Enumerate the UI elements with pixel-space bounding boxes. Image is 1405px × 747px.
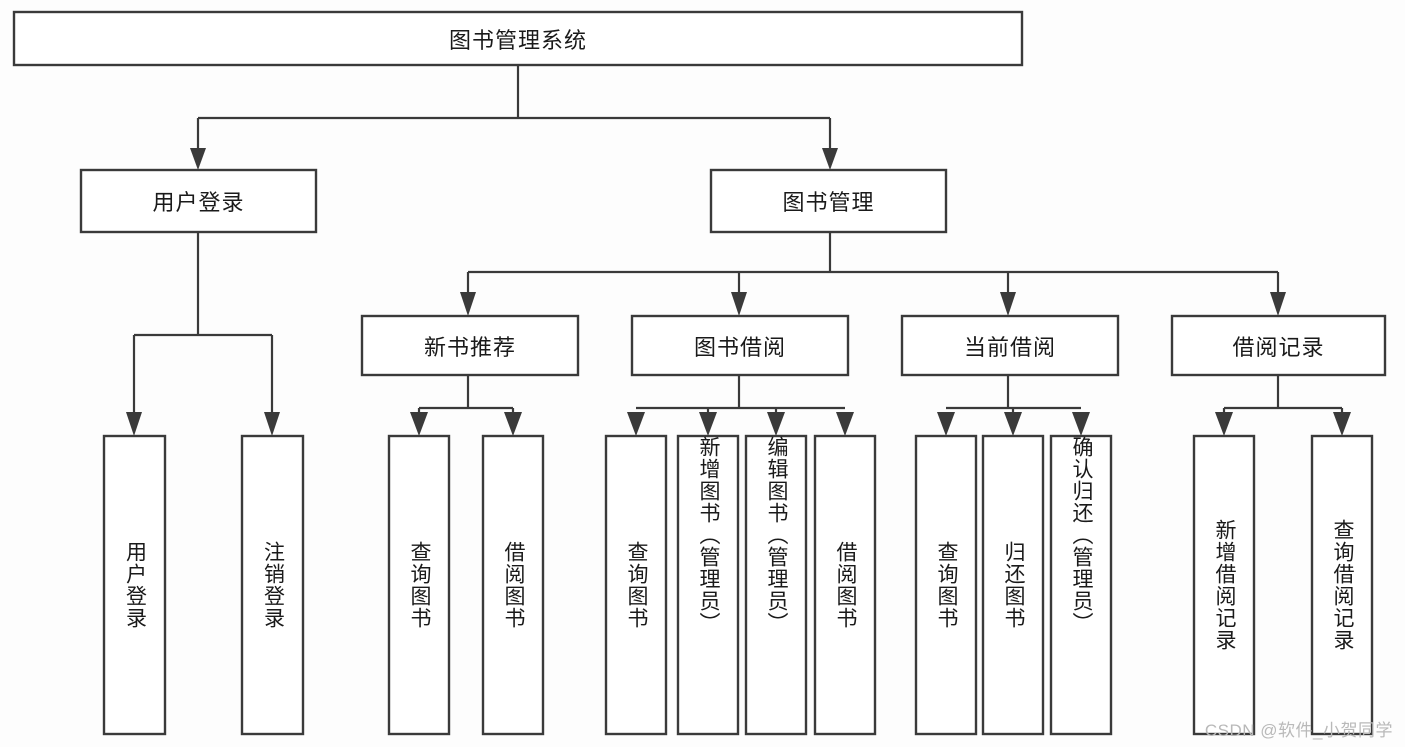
node-box-leaf12[interactable] xyxy=(1192,434,1256,736)
node-box-record[interactable] xyxy=(1170,314,1387,377)
node-box-leaf5[interactable] xyxy=(604,434,668,736)
arrow-head-leaf10 xyxy=(1004,412,1022,436)
arrow-head-leaf7 xyxy=(767,412,785,436)
arrow-head-borrow xyxy=(731,292,747,316)
arrow-head-leaf12 xyxy=(1215,412,1233,436)
connector-group-newbook-children xyxy=(410,375,522,436)
node-box-leaf8[interactable] xyxy=(813,434,877,736)
node-box-borrow[interactable] xyxy=(630,314,850,377)
node-box-leaf7[interactable] xyxy=(744,434,808,736)
connector-group-bookmgmt-children xyxy=(460,232,1286,316)
connector-group-login-children xyxy=(126,232,280,436)
node-box-leaf9[interactable] xyxy=(914,434,978,736)
connector-group-current-children xyxy=(937,375,1090,436)
arrow-head-leaf9 xyxy=(937,412,955,436)
arrow-head-leaf1 xyxy=(126,412,142,436)
connector-group-root-to-level2 xyxy=(190,65,838,170)
node-box-login[interactable] xyxy=(79,168,318,234)
arrow-head-leaf3 xyxy=(410,412,428,436)
node-box-leaf13[interactable] xyxy=(1310,434,1374,736)
node-box-bookmgmt[interactable] xyxy=(709,168,948,234)
arrow-head-leaf5 xyxy=(627,412,645,436)
watermark-text: CSDN @软件_小贺同学 xyxy=(1204,721,1393,740)
arrow-head-newbook xyxy=(460,292,476,316)
node-box-current[interactable] xyxy=(900,314,1120,377)
arrow-head-leaf2 xyxy=(264,412,280,436)
arrow-head-record xyxy=(1270,292,1286,316)
arrow-head-leaf11 xyxy=(1072,412,1090,436)
node-box-leaf1[interactable] xyxy=(102,434,167,736)
node-box-root[interactable] xyxy=(12,10,1024,67)
arrow-head-leaf8 xyxy=(836,412,854,436)
connector-group-record-children xyxy=(1215,375,1351,436)
node-box-newbook[interactable] xyxy=(360,314,580,377)
connector-group-borrow-children xyxy=(627,375,854,436)
arrow-head-current xyxy=(1000,292,1016,316)
arrow-head-login xyxy=(190,148,206,170)
arrow-head-leaf13 xyxy=(1333,412,1351,436)
node-box-leaf2[interactable] xyxy=(240,434,305,736)
node-box-leaf11[interactable] xyxy=(1049,434,1113,736)
arrow-head-bookmgmt xyxy=(822,148,838,170)
node-box-leaf6[interactable] xyxy=(676,434,740,736)
arrow-head-leaf6 xyxy=(699,412,717,436)
arrow-head-leaf4 xyxy=(504,412,522,436)
node-box-leaf3[interactable] xyxy=(387,434,451,736)
node-box-leaf10[interactable] xyxy=(981,434,1045,736)
node-box-leaf4[interactable] xyxy=(481,434,545,736)
